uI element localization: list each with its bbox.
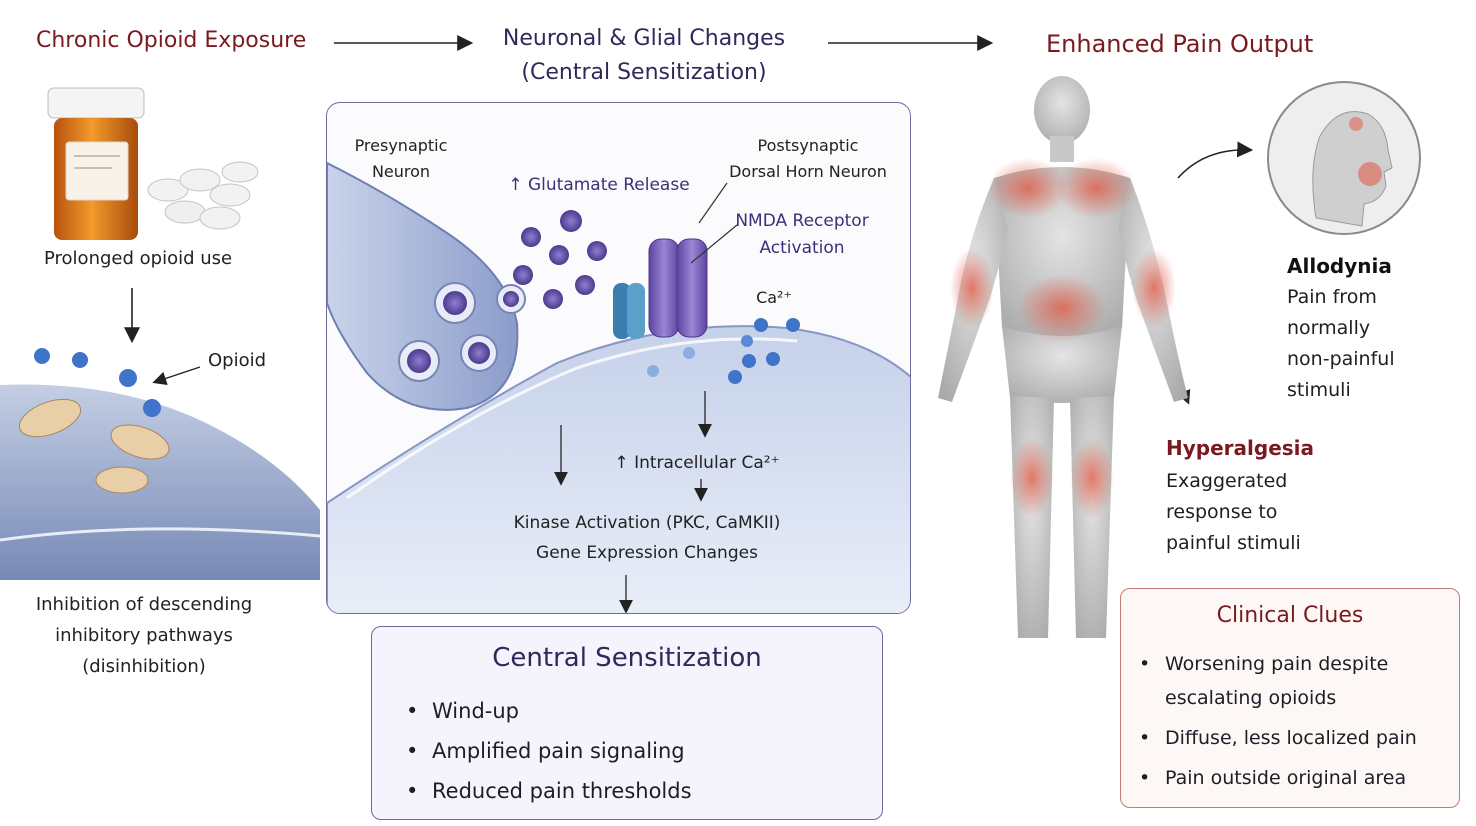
list-item: Worsening pain despite <box>1135 647 1417 681</box>
hyperalgesia-description: Exaggerated response to painful stimuli <box>1166 466 1301 559</box>
allodynia-line: normally <box>1287 317 1371 339</box>
list-item: Pain outside original area <box>1135 761 1417 795</box>
calcium-label: Ca²⁺ <box>756 288 792 307</box>
central-sensitization-list: Wind-up Amplified pain signaling Reduced… <box>402 691 692 811</box>
header-chronic-opioid-exposure: Chronic Opioid Exposure <box>36 28 307 53</box>
allodynia-line: Pain from <box>1287 286 1377 308</box>
hyperalgesia-title: Hyperalgesia <box>1166 436 1315 460</box>
list-item: Reduced pain thresholds <box>402 771 692 811</box>
prolonged-opioid-use-label: Prolonged opioid use <box>44 248 233 269</box>
human-body-illustration <box>938 76 1188 638</box>
inhibition-line-2: inhibitory pathways <box>55 625 233 646</box>
hyperalgesia-line: painful stimuli <box>1166 532 1301 554</box>
list-item: escalating opioids <box>1165 687 1337 709</box>
inhibition-line-3: (disinhibition) <box>82 656 206 677</box>
glutamate-release-label: ↑ Glutamate Release <box>508 175 690 195</box>
postsynaptic-label-2: Dorsal Horn Neuron <box>729 162 887 181</box>
pill-bottle-illustration <box>47 87 259 240</box>
descending-pathway-illustration <box>0 348 321 580</box>
kinase-activation-label: Kinase Activation (PKC, CaMKII) <box>513 513 781 533</box>
header-enhanced-pain-output: Enhanced Pain Output <box>1046 30 1314 58</box>
hyperalgesia-line: Exaggerated <box>1166 470 1288 492</box>
synapse-illustration <box>327 161 910 613</box>
synapse-panel: Presynaptic Neuron Postsynaptic Dorsal H… <box>326 102 911 614</box>
allodynia-title: Allodynia <box>1287 254 1392 278</box>
clinical-clues-title: Clinical Clues <box>1216 603 1364 628</box>
intracellular-calcium-label: ↑ Intracellular Ca²⁺ <box>614 453 780 473</box>
hyperalgesia-line: response to <box>1166 501 1278 523</box>
opioid-label: Opioid <box>208 350 267 371</box>
allodynia-description: Pain from normally non-painful stimuli <box>1287 282 1395 406</box>
postsynaptic-label-1: Postsynaptic <box>757 136 859 155</box>
gene-expression-label: Gene Expression Changes <box>536 543 758 563</box>
arrow-opioid <box>152 366 201 386</box>
header-central-sensitization-sub: (Central Sensitization) <box>521 60 767 85</box>
presynaptic-label-2: Neuron <box>371 162 431 181</box>
arrow-allodynia <box>1177 141 1254 179</box>
nmda-label-2: Activation <box>759 238 845 258</box>
allodynia-line: non-painful <box>1287 348 1395 370</box>
presynaptic-label-1: Presynaptic <box>354 136 448 155</box>
list-item: Diffuse, less localized pain <box>1135 721 1417 755</box>
clinical-clues-box: Clinical Clues Worsening pain despite es… <box>1120 588 1460 808</box>
list-item: Wind-up <box>402 691 692 731</box>
head-profile-illustration <box>1267 81 1421 235</box>
central-sensitization-title: Central Sensitization <box>492 643 762 673</box>
clinical-clues-list: Worsening pain despite escalating opioid… <box>1135 647 1417 795</box>
header-neuronal-glial: Neuronal & Glial Changes <box>502 26 786 51</box>
allodynia-line: stimuli <box>1287 379 1351 401</box>
central-sensitization-box: Central Sensitization Wind-up Amplified … <box>371 626 883 820</box>
list-item: Amplified pain signaling <box>402 731 692 771</box>
nmda-label-1: NMDA Receptor <box>735 211 869 231</box>
inhibition-line-1: Inhibition of descending <box>35 594 253 615</box>
